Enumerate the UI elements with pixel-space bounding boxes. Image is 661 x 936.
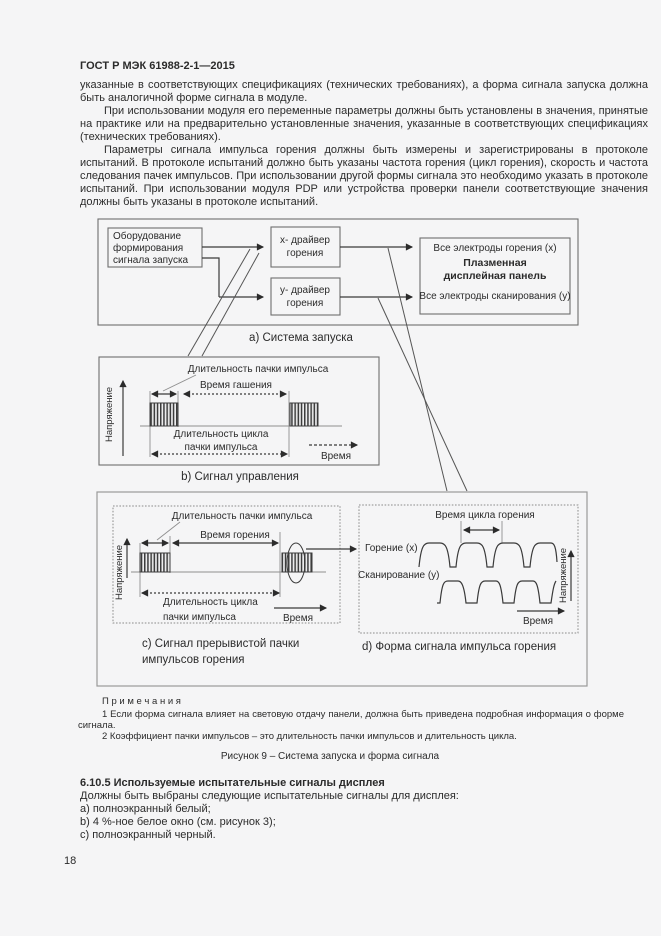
y-driver-line2: горения <box>287 298 324 309</box>
paragraph-2: При использовании модуля его переменные … <box>80 105 648 143</box>
section-item-b: b) 4 %-ное белое окно (см. рисунок 3); <box>80 816 276 828</box>
diagram-c-label-line2: импульсов горения <box>142 654 244 666</box>
note-2: 2 Коэффициент пачки импульсов – это длит… <box>102 731 517 742</box>
b-cycle-label-line2: пачки импульса <box>185 442 258 453</box>
b-burst-duration-leader <box>162 374 197 392</box>
b-cycle-label-line1: Длительность цикла <box>174 429 269 440</box>
d-cycle-time-label: Время цикла горения <box>435 510 534 521</box>
c-cycle-label-line1: Длительность цикла <box>163 597 258 608</box>
diagram-d-box <box>358 504 579 634</box>
running-header: ГОСТ Р МЭК 61988-2-1—2015 <box>80 60 235 72</box>
b-voltage-axis-label: Напряжение <box>104 387 115 442</box>
panel-name-line2: дисплейная панель <box>444 270 547 282</box>
y-driver-box <box>270 277 341 316</box>
c-voltage-axis-label: Напряжение <box>114 545 125 600</box>
diagram-c-label-line1: c) Сигнал прерывистой пачки <box>142 638 299 650</box>
section-item-c: c) полноэкранный черный. <box>80 829 216 841</box>
c-pulse-burst-1 <box>139 552 171 573</box>
section-item-a: a) полноэкранный белый; <box>80 803 211 815</box>
diagram-b: Напряжение Длительность пачки импульса В… <box>98 356 380 483</box>
x-driver-line1: x- драйвер <box>280 235 330 246</box>
section-heading: 6.10.5 Используемые испытательные сигнал… <box>80 777 385 789</box>
paragraph-3: Параметры сигнала импульса горения должн… <box>80 144 648 208</box>
x-driver-line2: горения <box>287 248 324 259</box>
diagram-d-label: d) Форма сигнала импульса горения <box>362 641 556 653</box>
notes-block: П р и м е ч а н и я 1 Если форма сигнала… <box>78 696 624 742</box>
page-number: 18 <box>64 855 77 867</box>
callout-lines <box>187 247 468 492</box>
note-1: 1 Если форма сигнала влияет на световую … <box>78 709 624 731</box>
figure-caption: Рисунок 9 – Система запуска и форма сигн… <box>220 751 440 762</box>
b-time-axis-label: Время <box>321 451 351 462</box>
diagram-d: Время цикла горения Горение (x) Сканиров… <box>358 504 579 653</box>
d-sustain-x-waveform <box>418 542 558 568</box>
c-zoom-ellipse <box>286 542 306 584</box>
d-scan-y-waveform <box>437 580 557 604</box>
c-burst-duration-leader <box>156 521 181 541</box>
notes-title: П р и м е ч а н и я <box>102 696 181 707</box>
callout-line-b2 <box>201 252 260 357</box>
diagram-c: Длительность пачки импульса Напряжение В… <box>112 505 358 666</box>
diagram-a-label: a) Система запуска <box>249 332 353 344</box>
signal-source-line3: сигнала запуска <box>113 255 189 266</box>
diagram-cd-frame <box>96 491 588 687</box>
diagram-b-frame <box>98 356 380 466</box>
signal-source-line1: Оборудование <box>113 230 181 242</box>
paragraph-1: указанные в соответствующих спецификация… <box>80 79 648 104</box>
panel-name-line1: Плазменная <box>463 257 526 269</box>
b-blanking-time-label: Время гашения <box>200 380 272 391</box>
diagram-a-frame <box>97 218 579 326</box>
c-burst-duration-label: Длительность пачки импульса <box>172 511 313 522</box>
d-sustain-x-label: Горение (x) <box>365 543 418 554</box>
panel-sustain-electrodes: Все электроды горения (x) <box>433 243 556 254</box>
y-driver-line1: y- драйвер <box>280 285 330 296</box>
d-voltage-axis-label: Напряжение <box>558 548 569 603</box>
x-driver-box <box>270 226 341 268</box>
signal-source-line2: формирования <box>113 242 183 254</box>
c-sustain-time-label: Время горения <box>200 530 270 541</box>
diagram-a: Оборудование формирования сигнала запуск… <box>97 218 579 344</box>
diagram-b-label: b) Сигнал управления <box>181 471 299 483</box>
callout-line-b1 <box>187 248 251 357</box>
c-pulse-burst-2 <box>281 552 313 573</box>
section-intro: Должны быть выбраны следующие испытатель… <box>80 790 459 802</box>
d-scan-y-label: Сканирование (y) <box>358 570 439 581</box>
b-pulse-burst-1 <box>149 402 179 427</box>
callout-line-cd1 <box>387 247 448 492</box>
c-cycle-label-line2: пачки импульса <box>163 612 236 623</box>
callout-line-cd2 <box>377 297 468 492</box>
diagram-c-box <box>112 505 341 624</box>
d-time-axis-label: Время <box>523 616 553 627</box>
b-burst-duration-label: Длительность пачки импульса <box>188 364 329 375</box>
section-6-10-5: 6.10.5 Используемые испытательные сигнал… <box>80 777 648 842</box>
c-time-axis-label: Время <box>283 613 313 624</box>
body-paragraphs: указанные в соответствующих спецификация… <box>80 79 648 209</box>
wire-source-branch <box>202 257 220 297</box>
b-pulse-burst-2 <box>289 402 319 427</box>
panel-scan-electrodes: Все электроды сканирования (y) <box>419 291 570 302</box>
panel-box <box>419 237 571 315</box>
